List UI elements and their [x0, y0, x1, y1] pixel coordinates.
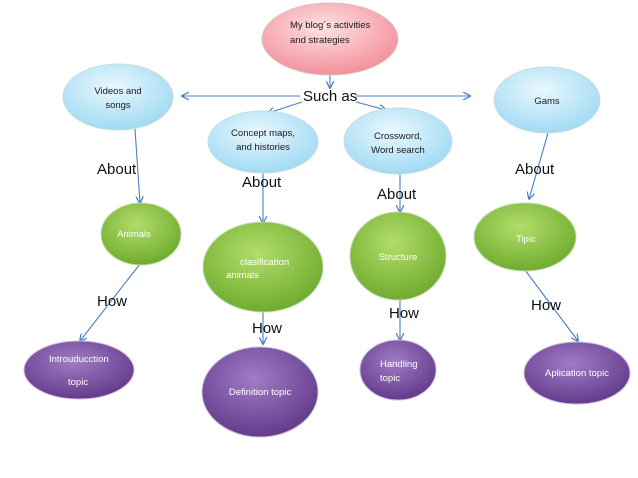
- method-node-definition: Definition topic: [201, 346, 319, 438]
- subject-tipic-line-1: Tipic: [516, 234, 536, 245]
- category-node-crossword: Crossword, Word search: [343, 107, 453, 175]
- subject-node-clasification: clasification animals: [202, 221, 324, 313]
- subject-node-structure: Structure: [349, 211, 447, 301]
- subject-node-animals: Animals: [100, 202, 182, 266]
- about-label-crossword: About: [377, 186, 417, 203]
- subject-clasification-line-2: animals: [226, 270, 259, 281]
- arrows: [80, 75, 578, 344]
- method-handling-line-1: Handling: [380, 359, 418, 370]
- how-label-tipic: How: [531, 297, 561, 314]
- how-label-animals: How: [97, 293, 127, 310]
- arrow-tipic-to-aplication: [524, 269, 578, 341]
- root-node: My blog´s activities and strategies: [261, 2, 399, 76]
- category-gams-line-1: Gams: [534, 96, 560, 107]
- about-label-concept: About: [242, 174, 282, 191]
- category-concept-line-2: and histories: [236, 142, 290, 153]
- category-crossword-line-2: Word search: [371, 145, 425, 156]
- category-videos-line-1: Videos and: [94, 86, 141, 97]
- root-line-2: and strategies: [290, 35, 350, 46]
- method-introduction-line-2: topic: [68, 377, 88, 388]
- arrow-such-as-to-crossword: [355, 101, 386, 110]
- root-line-1: My blog´s activities: [290, 20, 370, 31]
- subject-animals-line-1: Animals: [117, 229, 151, 240]
- category-node-gams: Gams: [493, 66, 601, 134]
- arrow-videos-to-animals: [134, 128, 140, 203]
- subject-node-tipic: Tipic: [473, 202, 577, 272]
- category-node-concept-maps: Concept maps, and histories: [207, 110, 319, 174]
- how-label-structure: How: [389, 305, 419, 322]
- category-crossword-line-1: Crossword,: [374, 131, 422, 142]
- how-label-clasification: How: [252, 320, 282, 337]
- arrow-gams-to-tipic: [529, 132, 549, 199]
- method-node-handling: Handling topic: [359, 339, 437, 401]
- subject-structure-line-1: Structure: [379, 252, 418, 263]
- arrow-animals-to-introduction: [80, 263, 141, 341]
- about-label-gams: About: [515, 161, 555, 178]
- about-label-videos: About: [97, 161, 137, 178]
- method-handling-line-2: topic: [380, 373, 400, 384]
- method-node-introduction: Introuducction topic: [23, 340, 135, 400]
- category-concept-line-1: Concept maps,: [231, 128, 295, 139]
- method-introduction-line-1: Introuducction: [49, 354, 109, 365]
- method-definition-line-1: Definition topic: [229, 387, 292, 398]
- such-as-label: Such as: [303, 88, 357, 105]
- method-aplication-line-1: Aplication topic: [545, 368, 609, 379]
- method-node-aplication: Aplication topic: [523, 341, 631, 405]
- subject-clasification-line-1: clasification: [240, 257, 289, 268]
- category-node-videos: Videos and songs: [62, 63, 174, 131]
- category-videos-line-2: songs: [105, 100, 131, 111]
